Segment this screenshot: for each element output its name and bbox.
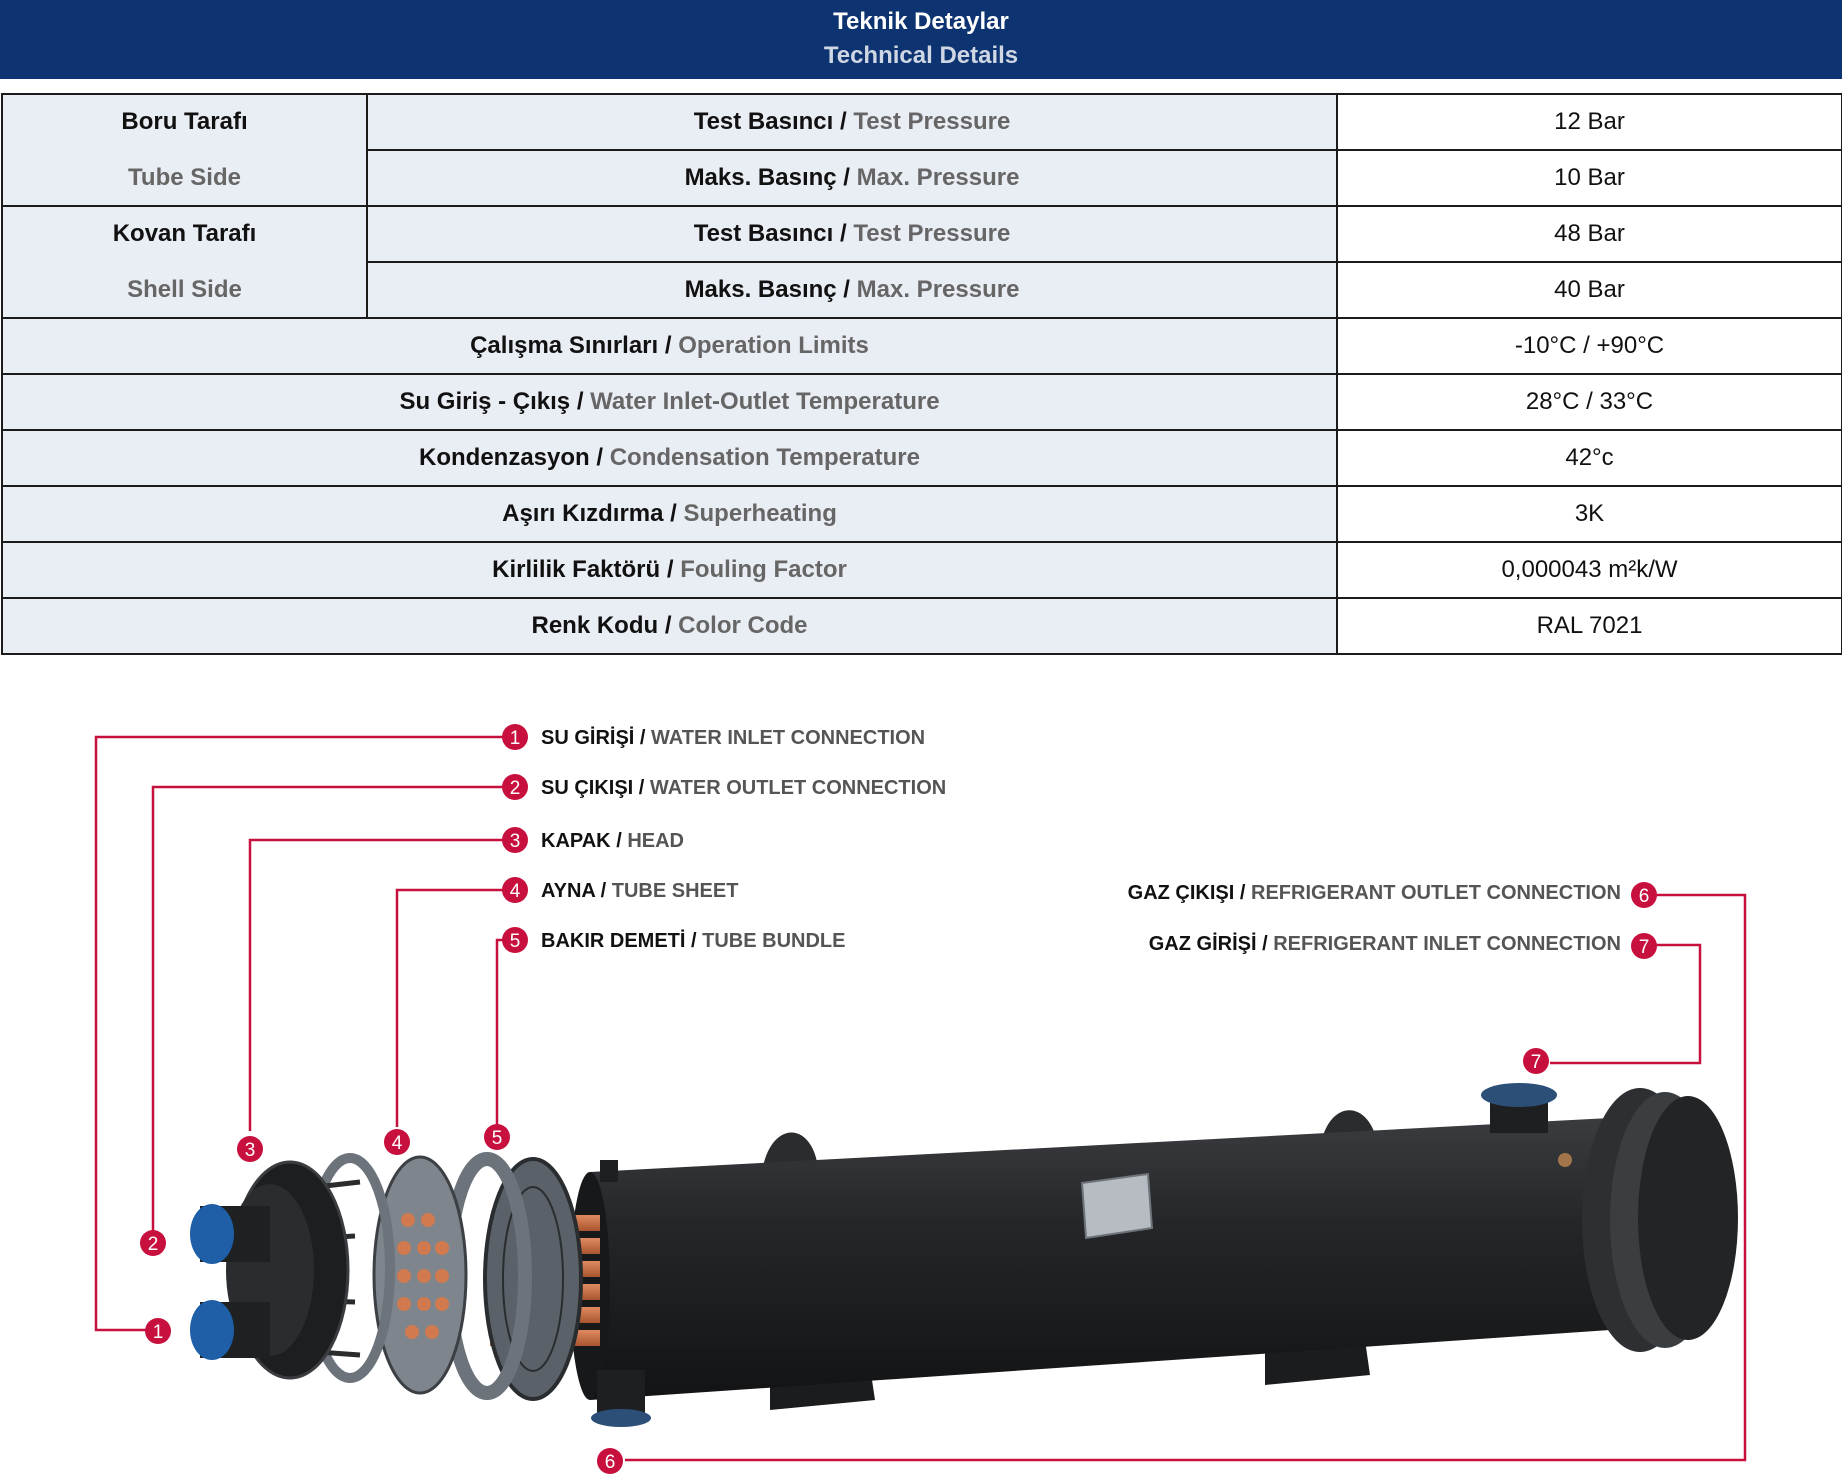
callout-1: 1 SU GİRİŞİ / WATER INLET CONNECTION xyxy=(502,724,925,750)
svg-text:5: 5 xyxy=(510,931,521,952)
heat-exchanger-illustration xyxy=(190,1083,1738,1427)
badge-2-diagram: 2 xyxy=(140,1230,166,1256)
svg-text:AYNA / TUBE SHEET: AYNA / TUBE SHEET xyxy=(541,880,738,902)
row-label: Maks. Basınç / Max. Pressure xyxy=(366,149,1338,207)
callout-7: GAZ GİRİŞİ / REFRIGERANT INLET CONNECTIO… xyxy=(1149,932,1657,959)
baffle-plate xyxy=(483,1157,583,1401)
table-row: Kondenzasyon / Condensation Temperature … xyxy=(1,429,1842,487)
row-label: Çalışma Sınırları / Operation Limits xyxy=(1,317,1338,375)
badge-3-diagram: 3 xyxy=(237,1136,263,1162)
svg-text:KAPAK / HEAD: KAPAK / HEAD xyxy=(541,830,684,852)
row-value: 3K xyxy=(1336,485,1842,543)
tube-sheet-holes xyxy=(397,1213,449,1339)
table-row: Çalışma Sınırları / Operation Limits -10… xyxy=(1,317,1842,375)
svg-text:SU GİRİŞİ / WATER INLET CONNEC: SU GİRİŞİ / WATER INLET CONNECTION xyxy=(541,726,925,749)
svg-text:7: 7 xyxy=(1531,1052,1542,1073)
diagram-badges: 1 2 3 4 5 6 7 xyxy=(140,1048,1549,1474)
vent-stub xyxy=(600,1160,618,1182)
svg-text:SU ÇIKIŞI / WATER OUTLET CONNE: SU ÇIKIŞI / WATER OUTLET CONNECTION xyxy=(541,777,946,799)
callout-5: 5 BAKIR DEMETİ / TUBE BUNDLE xyxy=(502,927,845,953)
badge-7-diagram: 7 xyxy=(1523,1048,1549,1074)
badge-4-diagram: 4 xyxy=(384,1129,410,1155)
title-tr: Teknik Detaylar xyxy=(833,8,1009,35)
callout-list-left: 1 SU GİRİŞİ / WATER INLET CONNECTION 2 S… xyxy=(502,724,946,953)
table-row: Maks. Basınç / Max. Pressure 10 Bar xyxy=(2,149,1842,207)
row-label: Su Giriş - Çıkış / Water Inlet-Outlet Te… xyxy=(1,373,1338,431)
row-value: RAL 7021 xyxy=(1336,597,1842,655)
row-label: Maks. Basınç / Max. Pressure xyxy=(366,261,1338,319)
refrigerant-inlet-flange xyxy=(1481,1083,1557,1107)
badge-6-diagram: 6 xyxy=(597,1448,623,1474)
tube-side-tr: Boru Tarafı xyxy=(121,108,248,135)
row-value: 10 Bar xyxy=(1336,149,1842,207)
title-en: Technical Details xyxy=(823,42,1019,69)
callout-2: 2 SU ÇIKIŞI / WATER OUTLET CONNECTION xyxy=(502,774,946,800)
table-row: Boru Tarafı Tube Side Test Basıncı / Tes… xyxy=(1,93,1842,207)
callout-list-right: GAZ ÇIKIŞI / REFRIGERANT OUTLET CONNECTI… xyxy=(1128,882,1657,959)
svg-text:GAZ ÇIKIŞI / REFRIGERANT OUTLE: GAZ ÇIKIŞI / REFRIGERANT OUTLET CONNECTI… xyxy=(1128,882,1621,904)
table-row: Maks. Basınç / Max. Pressure 40 Bar xyxy=(2,261,1842,319)
row-label: Renk Kodu / Color Code xyxy=(1,597,1338,655)
row-label: Kondenzasyon / Condensation Temperature xyxy=(1,429,1338,487)
svg-text:7: 7 xyxy=(1639,937,1650,958)
callout-3: 3 KAPAK / HEAD xyxy=(502,827,684,853)
tube-side-cell: Boru Tarafı Tube Side xyxy=(1,93,368,207)
badge-1-diagram: 1 xyxy=(145,1318,171,1344)
svg-text:3: 3 xyxy=(510,831,521,852)
fitting xyxy=(1558,1153,1572,1167)
svg-text:1: 1 xyxy=(510,728,521,749)
shell-side-tr: Kovan Tarafı xyxy=(112,220,257,247)
shell-side-cell: Kovan Tarafı Shell Side xyxy=(1,205,368,319)
row-value: 40 Bar xyxy=(1336,261,1842,319)
table-row: Kirlilik Faktörü / Fouling Factor 0,0000… xyxy=(1,541,1842,599)
callout-6: GAZ ÇIKIŞI / REFRIGERANT OUTLET CONNECTI… xyxy=(1128,882,1657,908)
tube-side-en: Tube Side xyxy=(128,164,241,191)
right-cover xyxy=(1638,1096,1738,1340)
water-outlet-cap xyxy=(190,1204,234,1264)
row-value: -10°C / +90°C xyxy=(1336,317,1842,375)
header-banner: Teknik Detaylar Technical Details xyxy=(0,0,1842,79)
row-label: Kirlilik Faktörü / Fouling Factor xyxy=(1,541,1338,599)
svg-text:4: 4 xyxy=(510,881,521,902)
svg-text:3: 3 xyxy=(245,1140,256,1161)
water-inlet-cap xyxy=(190,1300,234,1360)
condenser-diagram: 1 2 3 4 5 6 7 1 SU GİRİŞİ / WATER INLET … xyxy=(94,724,1747,1474)
row-value: 42°c xyxy=(1336,429,1842,487)
table-row: Kovan Tarafı Shell Side Test Basıncı / T… xyxy=(1,205,1842,319)
svg-text:2: 2 xyxy=(510,778,521,799)
badge-5-diagram: 5 xyxy=(484,1124,510,1150)
callout-4: 4 AYNA / TUBE SHEET xyxy=(502,877,738,903)
svg-text:6: 6 xyxy=(1639,886,1650,907)
row-value: 48 Bar xyxy=(1336,205,1842,263)
shell-side-en: Shell Side xyxy=(127,276,242,303)
svg-text:1: 1 xyxy=(153,1322,164,1343)
table-row: Renk Kodu / Color Code RAL 7021 xyxy=(1,597,1842,655)
table-row: Su Giriş - Çıkış / Water Inlet-Outlet Te… xyxy=(1,373,1842,431)
row-label: Aşırı Kızdırma / Superheating xyxy=(1,485,1338,543)
row-value: 28°C / 33°C xyxy=(1336,373,1842,431)
table-row: Aşırı Kızdırma / Superheating 3K xyxy=(1,485,1842,543)
svg-text:5: 5 xyxy=(492,1128,503,1149)
row-label: Test Basıncı / Test Pressure xyxy=(366,93,1338,151)
svg-text:6: 6 xyxy=(605,1452,616,1473)
svg-text:BAKIR DEMETİ / TUBE BUNDLE: BAKIR DEMETİ / TUBE BUNDLE xyxy=(541,929,845,952)
technical-details-table: Boru Tarafı Tube Side Test Basıncı / Tes… xyxy=(1,93,1842,655)
shell xyxy=(590,1118,1610,1400)
row-value: 0,000043 m²k/W xyxy=(1336,541,1842,599)
refrigerant-outlet-flange xyxy=(591,1409,651,1427)
svg-text:4: 4 xyxy=(392,1133,403,1154)
row-label: Test Basıncı / Test Pressure xyxy=(366,205,1338,263)
row-value: 12 Bar xyxy=(1336,93,1842,151)
svg-text:2: 2 xyxy=(148,1234,159,1255)
nameplate xyxy=(1080,1172,1154,1240)
svg-text:GAZ GİRİŞİ / REFRIGERANT INLET: GAZ GİRİŞİ / REFRIGERANT INLET CONNECTIO… xyxy=(1149,932,1621,955)
